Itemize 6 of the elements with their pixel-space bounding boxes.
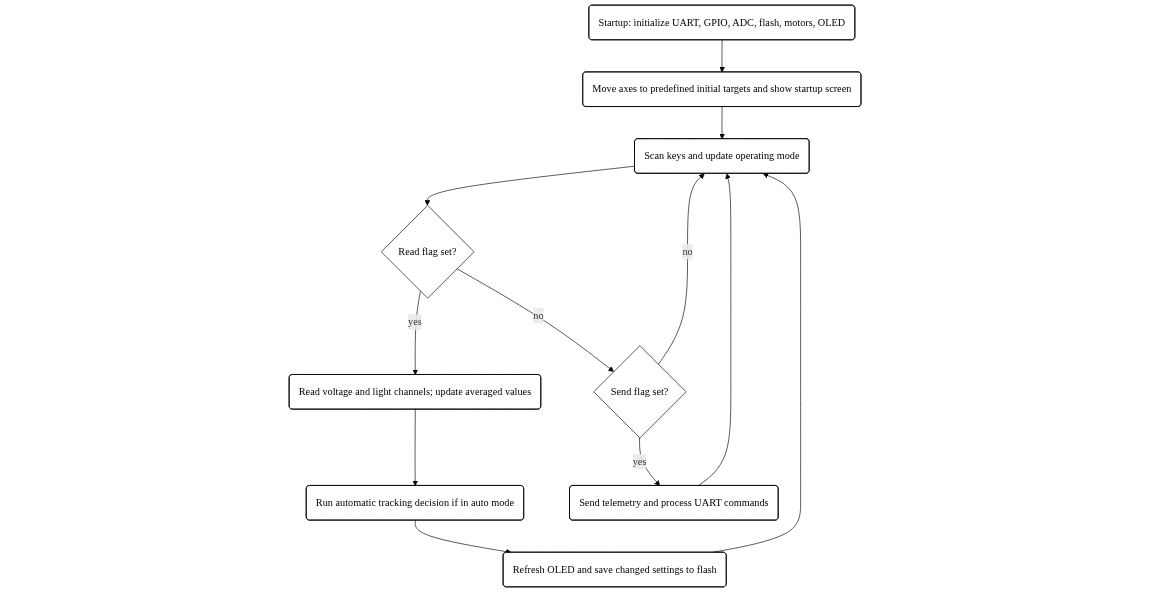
node-diamond: Send flag set? <box>593 345 687 439</box>
edge-label: yes <box>408 316 422 328</box>
edge-label: no <box>533 309 544 321</box>
edge-label: yes <box>632 455 647 467</box>
edge-label: no <box>682 246 693 257</box>
node-diamond: Read flag set? <box>380 205 475 299</box>
